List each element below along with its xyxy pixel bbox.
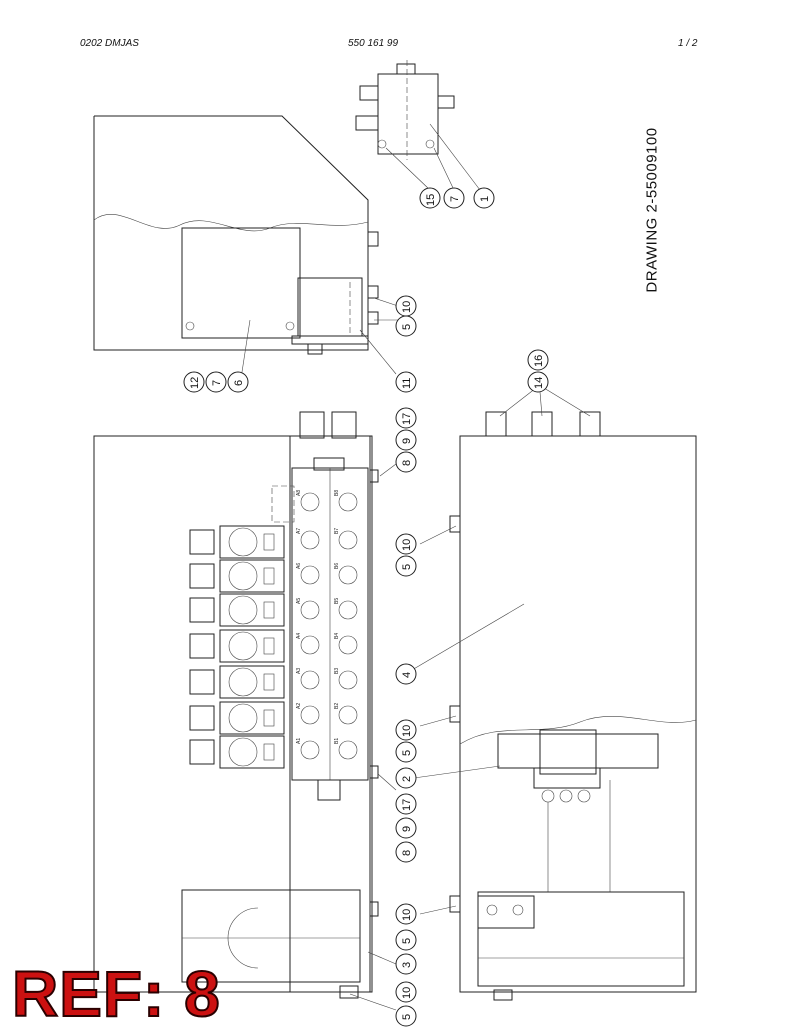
- callout-group-5-10-11: 5 10 11: [395, 295, 417, 393]
- callout-group-10-5-3: 10 5 3: [395, 903, 417, 975]
- callout-group-5-10-bottom: 10 5: [395, 981, 417, 1027]
- callout-12: 12: [189, 377, 201, 389]
- callout-1: 1: [479, 196, 491, 202]
- callout-8b: 8: [401, 850, 413, 856]
- callout-group-17-9-8-bottom: 17 9 8: [395, 793, 417, 863]
- part-number: 550 161 99: [348, 38, 399, 49]
- callout-2: 2: [401, 776, 413, 782]
- callout-10c: 10: [401, 725, 413, 737]
- top-block-assembly: [355, 60, 455, 160]
- callout-10e: 10: [401, 987, 413, 999]
- port-label-b6: B6: [334, 563, 340, 569]
- port-label-b2: B2: [334, 703, 340, 709]
- reference-label: REF: 8: [11, 958, 221, 1030]
- callout-10d: 10: [401, 909, 413, 921]
- callout-10: 10: [401, 301, 413, 313]
- left-housing: [93, 411, 379, 999]
- port-label-a3: A3: [296, 668, 302, 674]
- callout-17b: 17: [401, 799, 413, 811]
- callout-7: 7: [449, 196, 461, 202]
- callout-9b: 9: [401, 826, 413, 832]
- port-label-b5: B5: [334, 598, 340, 604]
- port-label-b8: B8: [334, 490, 340, 496]
- callout-16: 16: [533, 355, 545, 367]
- port-label-a4: A4: [296, 633, 302, 639]
- callout-group-15-7-1: 15 7 1: [419, 187, 495, 209]
- port-label-a5: A5: [296, 598, 302, 604]
- callout-5e: 5: [401, 1014, 413, 1020]
- callout-group-12-7-6: 12 7 6: [183, 371, 249, 393]
- callout-group-5-10-b: 5 10 4: [395, 533, 417, 685]
- leader-lines: [241, 123, 591, 1011]
- callout-11: 11: [401, 378, 413, 389]
- callout-8: 8: [401, 460, 413, 466]
- callout-5b: 5: [401, 564, 413, 570]
- callout-10b: 10: [401, 539, 413, 551]
- callout-7b: 7: [211, 380, 223, 386]
- callout-4: 4: [401, 672, 413, 678]
- port-label-a8: A8: [296, 490, 302, 496]
- port-label-a6: A6: [296, 563, 302, 569]
- document-code: 0202 DMJAS: [80, 38, 139, 49]
- callout-14: 14: [533, 377, 545, 389]
- page-indicator: 1 / 2: [678, 38, 698, 49]
- port-label-b7: B7: [334, 528, 340, 534]
- port-column-a: [300, 492, 320, 760]
- callout-15: 15: [425, 194, 437, 206]
- callout-5d: 5: [401, 938, 413, 944]
- callout-6: 6: [233, 380, 245, 386]
- callout-17: 17: [401, 413, 413, 425]
- callout-5: 5: [401, 324, 413, 330]
- callout-group-17-9-8-top: 17 9 8: [395, 407, 417, 473]
- valve-stack: [189, 525, 285, 769]
- callout-5c: 5: [401, 750, 413, 756]
- right-housing: [449, 411, 697, 1001]
- port-label-a7: A7: [296, 528, 302, 534]
- port-label-a2: A2: [296, 703, 302, 709]
- port-label-b1: B1: [334, 738, 340, 744]
- callout-9: 9: [401, 438, 413, 444]
- callout-3: 3: [401, 962, 413, 968]
- port-label-a1: A1: [296, 738, 302, 744]
- port-label-b3: B3: [334, 668, 340, 674]
- port-label-b4: B4: [334, 633, 340, 639]
- callout-group-14-16: 14 16: [527, 349, 549, 393]
- callout-group-10-5-2: 10 5 2: [395, 719, 417, 789]
- port-column-b: [338, 492, 358, 760]
- upper-housing: [93, 115, 379, 355]
